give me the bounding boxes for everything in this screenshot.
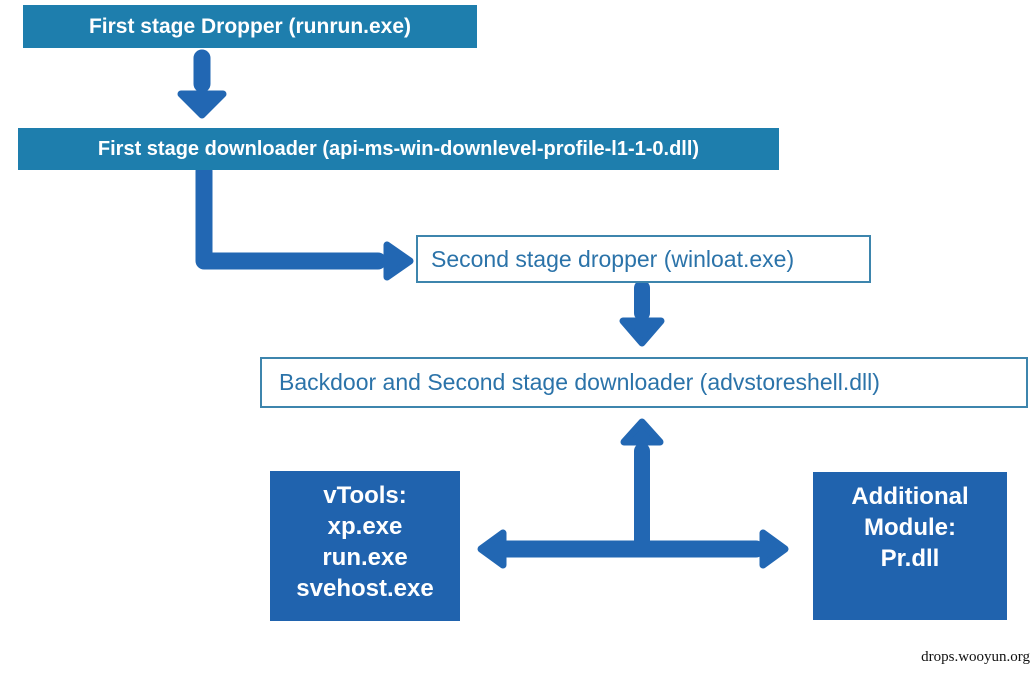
node-first-stage-downloader: First stage downloader (api-ms-win-downl… (18, 128, 779, 170)
elbow-right-arrow-icon (195, 162, 414, 281)
node-first-stage-dropper: First stage Dropper (runrun.exe) (23, 5, 477, 48)
node-label: vTools: (323, 482, 407, 509)
double-arrow-icon (477, 529, 789, 569)
node-backdoor-downloader: Backdoor and Second stage downloader (ad… (260, 357, 1028, 408)
node-label: Module: (864, 514, 956, 541)
node-label: Pr.dll (880, 545, 940, 572)
node-label: Additional (851, 483, 969, 510)
arrow-down-icon (619, 280, 665, 347)
node-additional-module: Additional Module: Pr.dll (813, 472, 1007, 620)
watermark-credit: drops.wooyun.org (921, 649, 1030, 665)
node-label: xp.exe (327, 513, 403, 540)
arrow-down-icon (177, 49, 227, 119)
arrow-up-icon (620, 418, 664, 557)
node-label: run.exe (322, 544, 408, 571)
node-second-stage-dropper: Second stage dropper (winloat.exe) (416, 235, 871, 283)
node-vtools: vTools: xp.exe run.exe svehost.exe (270, 471, 460, 621)
node-label: svehost.exe (296, 575, 434, 602)
